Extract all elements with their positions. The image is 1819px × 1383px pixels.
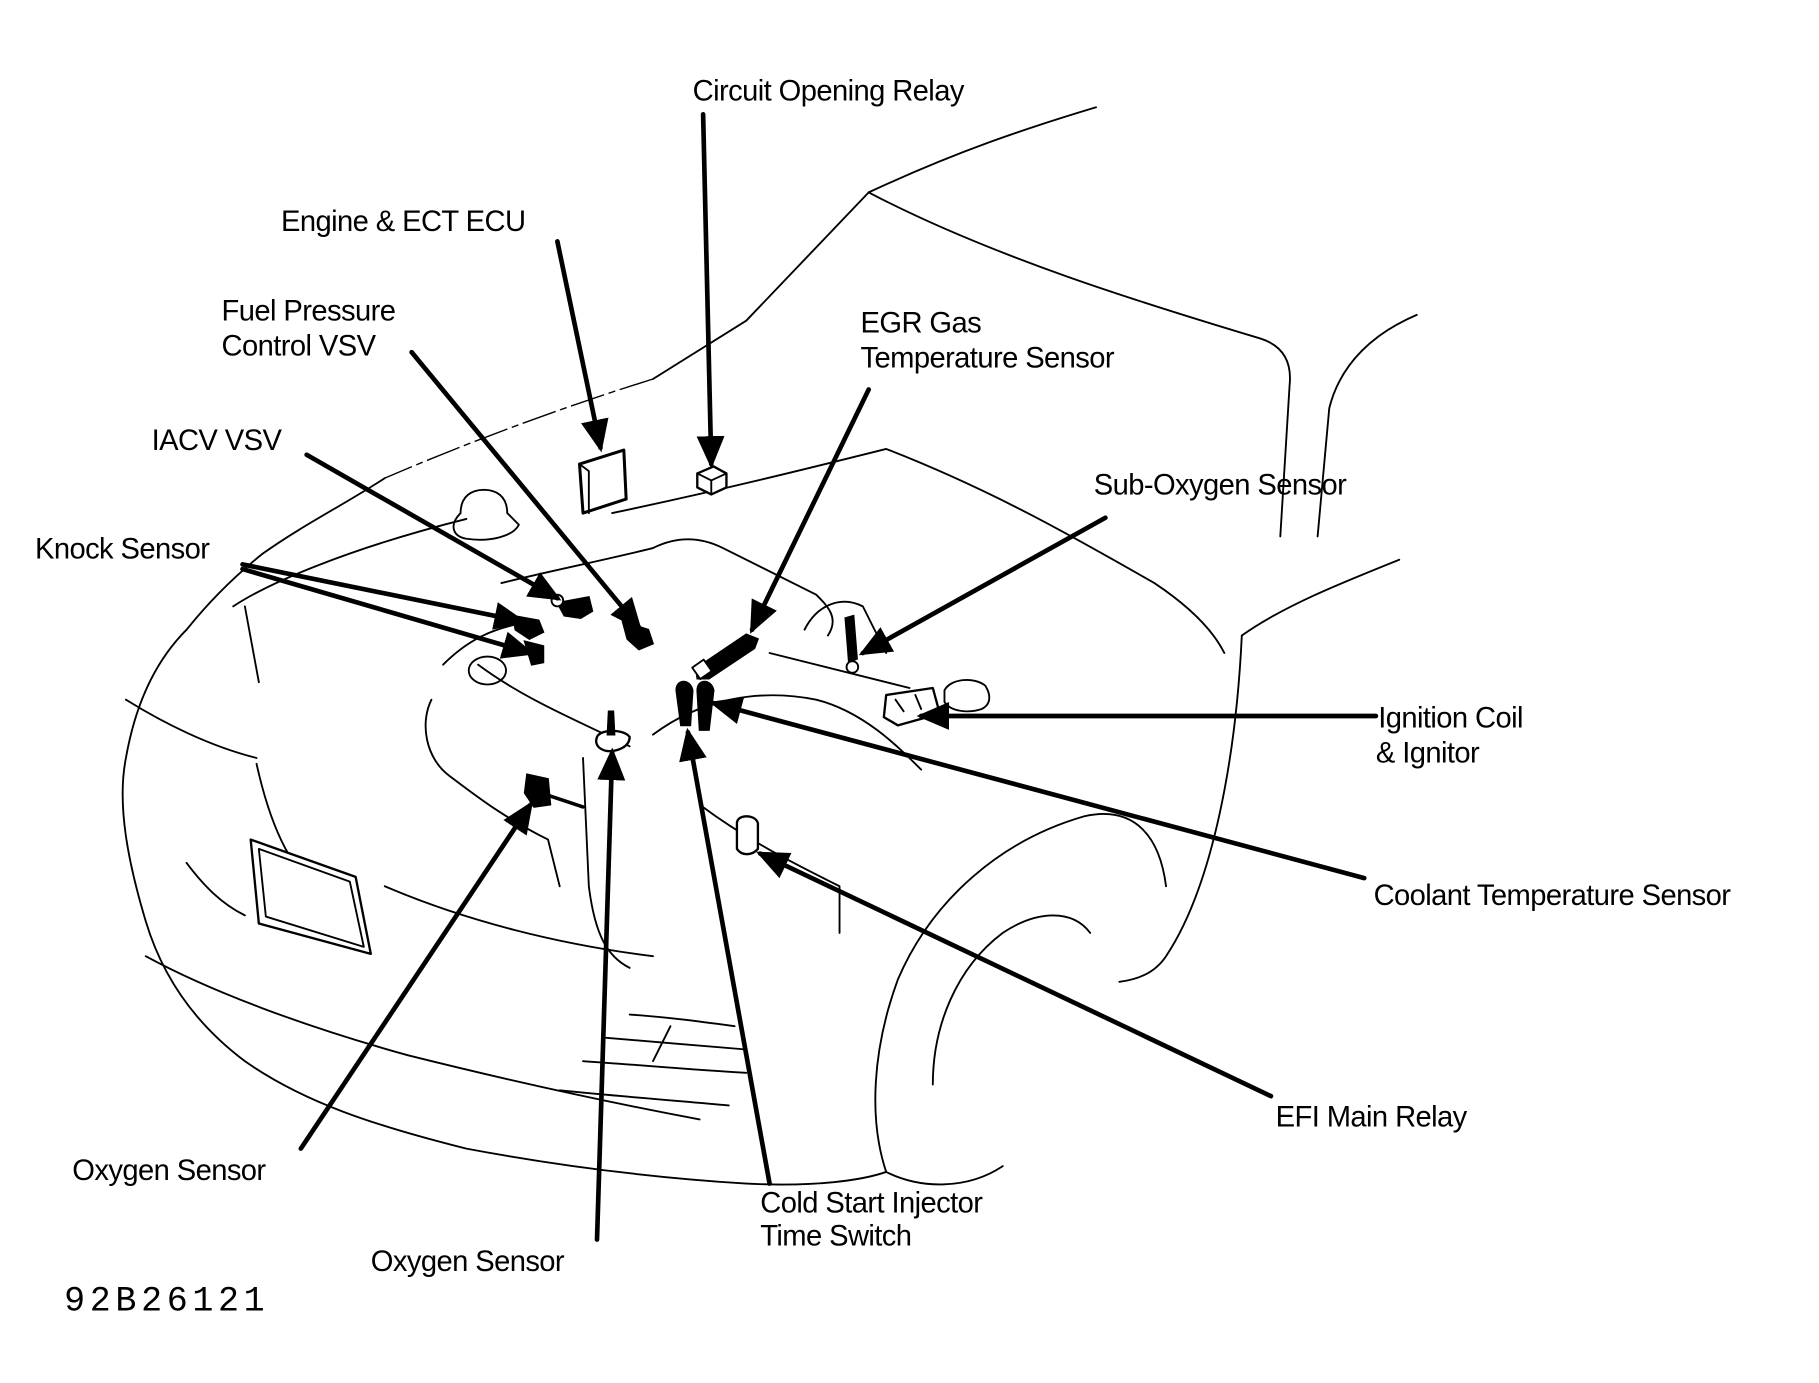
label-fuel-pressure-vsv-line1: Fuel Pressure bbox=[222, 296, 396, 328]
leader-lines bbox=[240, 111, 1379, 1242]
leader-knock-sensor-1 bbox=[240, 562, 527, 630]
leader-oxygen-sensor-left bbox=[298, 800, 534, 1151]
label-knock-sensor: Knock Sensor bbox=[35, 534, 210, 566]
leader-iacv-vsv bbox=[304, 452, 562, 601]
egr-gas-temp-sensor-component bbox=[691, 633, 760, 681]
label-egr-gas-line1: EGR Gas bbox=[861, 307, 982, 339]
label-fuel-pressure-vsv-line2: Control VSV bbox=[222, 331, 377, 363]
oxygen-sensor-left-component bbox=[523, 773, 585, 809]
label-engine-ect-ecu: Engine & ECT ECU bbox=[281, 206, 525, 238]
label-oxygen-sensor-bottom: Oxygen Sensor bbox=[371, 1246, 565, 1278]
leader-egr-gas-temp bbox=[749, 387, 872, 634]
label-iacv-vsv: IACV VSV bbox=[152, 425, 283, 457]
ignition-coil-component bbox=[882, 686, 941, 727]
leader-efi-main-relay bbox=[756, 851, 1274, 1099]
leader-circuit-opening-relay bbox=[696, 111, 725, 469]
efi-main-relay-component bbox=[735, 815, 760, 856]
label-oxygen-sensor-left: Oxygen Sensor bbox=[72, 1155, 266, 1187]
label-cold-start-line2: Time Switch bbox=[760, 1220, 911, 1252]
label-circuit-opening-relay: Circuit Opening Relay bbox=[693, 75, 965, 107]
leader-cold-start-injector bbox=[679, 727, 772, 1186]
component-labels: Circuit Opening Relay Engine & ECT ECU F… bbox=[35, 75, 1732, 1322]
leader-sub-oxygen-sensor bbox=[858, 515, 1108, 656]
figure-code: 92B26121 bbox=[64, 1282, 269, 1322]
engine-ect-ecu-component bbox=[577, 448, 628, 515]
label-ignition-coil-line2: & Ignitor bbox=[1376, 738, 1480, 770]
label-sub-oxygen-sensor: Sub-Oxygen Sensor bbox=[1094, 469, 1347, 501]
leader-fuel-pressure-vsv bbox=[409, 349, 642, 631]
leader-engine-ect-ecu bbox=[555, 239, 609, 453]
sub-oxygen-sensor-component bbox=[844, 614, 860, 674]
label-efi-main-relay: EFI Main Relay bbox=[1276, 1101, 1468, 1133]
circuit-opening-relay-component bbox=[696, 465, 728, 496]
knock-sensor-components bbox=[511, 614, 545, 666]
label-egr-gas-line2: Temperature Sensor bbox=[861, 342, 1115, 374]
leader-knock-sensor-2 bbox=[240, 566, 536, 659]
leader-coolant-temp-sensor bbox=[709, 696, 1367, 881]
components bbox=[511, 448, 941, 856]
car-body-outline bbox=[121, 106, 1418, 1186]
label-coolant-temp-sensor: Coolant Temperature Sensor bbox=[1374, 880, 1732, 912]
oxygen-sensor-bottom-component bbox=[595, 710, 631, 753]
label-ignition-coil-line1: Ignition Coil bbox=[1378, 703, 1523, 735]
leader-oxygen-sensor-bottom bbox=[594, 747, 626, 1242]
coolant-temp-and-cold-start-components bbox=[675, 680, 715, 731]
label-cold-start-line1: Cold Start Injector bbox=[760, 1188, 983, 1220]
